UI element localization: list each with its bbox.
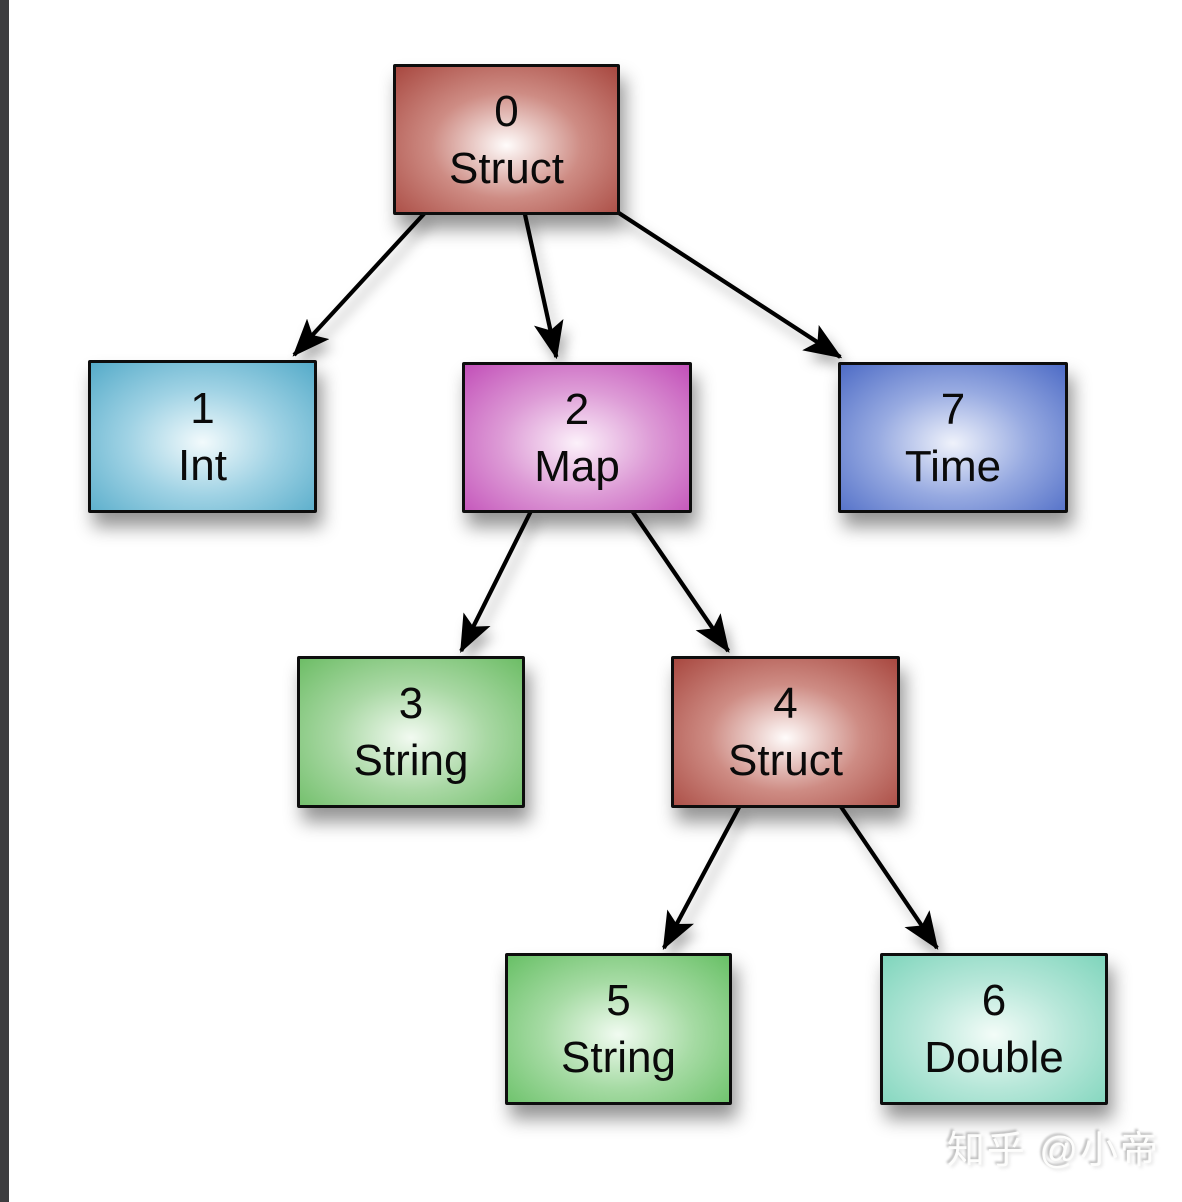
node-id: 0 bbox=[494, 86, 519, 136]
node-type: Double bbox=[924, 1033, 1064, 1082]
node-id: 3 bbox=[398, 679, 424, 728]
node-id: 1 bbox=[190, 383, 215, 433]
edge-2-to-3 bbox=[459, 510, 533, 654]
node-id: 6 bbox=[981, 976, 1007, 1025]
node-id: 2 bbox=[564, 384, 590, 434]
node-type: String bbox=[561, 1033, 676, 1082]
edge-0-to-1 bbox=[292, 211, 427, 357]
node-id: 7 bbox=[940, 384, 966, 434]
edge-4-to-6 bbox=[838, 804, 939, 950]
node-type: String bbox=[353, 736, 469, 785]
left-edge-bar bbox=[0, 0, 9, 1202]
node-type: Struct bbox=[449, 143, 564, 193]
node-type: Int bbox=[178, 440, 227, 490]
node-type: Struct bbox=[728, 736, 843, 785]
watermark: 知乎 @小帝 bbox=[946, 1130, 1160, 1172]
node-id: 5 bbox=[606, 976, 631, 1025]
node-id: 4 bbox=[773, 679, 798, 728]
edge-0-to-7 bbox=[617, 211, 843, 359]
edge-0-to-2 bbox=[522, 212, 564, 360]
node-type: Time bbox=[904, 441, 1002, 491]
node-type: Map bbox=[534, 441, 620, 491]
edge-2-to-4 bbox=[630, 509, 730, 653]
edge-4-to-5 bbox=[662, 805, 742, 951]
